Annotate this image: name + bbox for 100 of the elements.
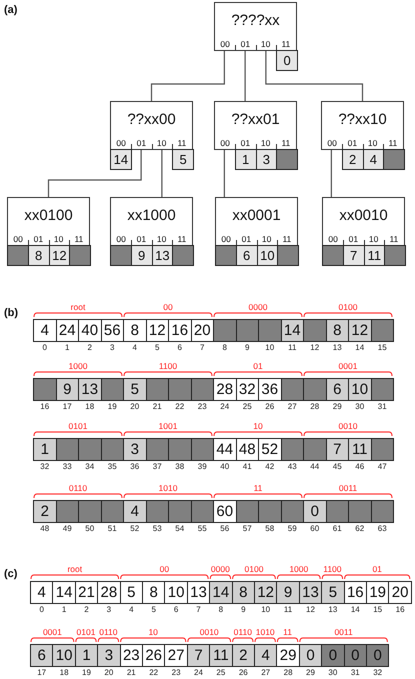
index-number: 14 [354,343,366,352]
index-number: 14 [350,605,361,614]
index-number: 33 [62,462,73,471]
slot-label: 10 [368,234,380,244]
index-number: 52 [129,524,140,533]
slot-label: 00 [219,39,231,49]
brace-label: 0000 [248,302,268,312]
node-title: ??xx01 [230,111,281,128]
index-number: 46 [354,462,366,471]
value-cell: 16 [168,319,192,342]
brace-label: 0110 [232,627,253,637]
index-number: 26 [238,668,249,677]
value-cell: 8 [142,581,166,604]
slot-label: 01 [348,234,360,244]
value-cell: 12 [48,245,70,266]
value-cell: 1 [74,644,98,667]
value-cell: 7 [186,644,210,667]
value-cell: 13 [152,245,174,266]
value-cell: 7 [326,438,349,461]
value-cell: 14 [209,581,233,604]
value-cell: 11 [348,438,372,461]
index-number: 11 [282,605,294,614]
index-number: 0 [42,343,48,352]
value-cell: 19 [366,581,390,604]
index-number: 29 [305,668,316,677]
index-number: 32 [39,462,50,471]
value-cell: 52 [258,438,282,461]
index-number: 11 [287,343,298,352]
index-number: 35 [106,462,118,471]
value-cell: 4 [33,319,56,342]
slot-label: 11 [387,138,398,148]
brace-label: 1100 [158,361,178,371]
node-box [214,2,297,51]
brace-label: root [70,302,86,312]
connector-line [224,150,225,197]
index-number: 53 [152,524,163,533]
value-cell: 4 [123,500,146,523]
brace-label: 01 [371,564,383,574]
index-number: 48 [39,524,50,533]
value-cell: 26 [142,644,166,667]
node-title: xx0001 [231,207,282,224]
value-cell: 60 [213,500,236,523]
index-number: 15 [376,343,388,352]
brace-label: 0011 [338,483,358,493]
slot-label: 11 [388,234,400,244]
brace-label: 1100 [322,564,343,574]
value-cell: 10 [348,378,372,401]
panel-label: (b) [4,307,18,320]
brace-label: 10 [252,421,264,431]
value-cell: 10 [164,581,188,604]
value-cell: 8 [326,319,349,342]
brace-label: 1000 [68,361,88,371]
value-cell: 13 [298,581,322,604]
index-number: 45 [332,462,343,471]
brace-label: 0100 [244,564,264,574]
index-number: 38 [174,462,186,471]
node-title: ??xx10 [337,111,388,128]
brace-label: 0010 [338,421,358,431]
brace-label: 0100 [338,302,358,312]
value-cell: 0 [321,644,345,667]
index-number: 6 [176,343,183,352]
index-number: 24 [193,668,204,677]
panel-label: (a) [4,4,18,17]
index-number: 39 [196,462,208,471]
brace-label: 1001 [158,421,178,431]
slot-label: 10 [156,234,168,244]
value-cell: 9 [276,581,300,604]
value-cell: 7 [342,245,364,266]
slot-label: 10 [366,138,378,148]
node-box [215,197,298,246]
connector-line [150,51,225,101]
value-cell: 24 [56,319,79,342]
value-cell: 13 [78,378,102,401]
value-cell: 23 [120,644,143,667]
slot-label: 01 [136,138,148,148]
value-cell: 20 [190,319,214,342]
slot-label: 10 [156,138,168,148]
slot-label: 11 [73,234,84,244]
index-number: 55 [196,524,208,533]
slot-label: 10 [260,39,272,49]
index-number: 15 [372,605,384,614]
index-number: 21 [126,668,137,677]
index-number: 2 [86,343,93,352]
value-cell: 27 [164,644,188,667]
index-number: 23 [196,402,208,411]
index-number: 17 [62,402,73,411]
index-number: 2 [83,605,90,614]
index-number: 16 [39,402,50,411]
brace-label: 00 [158,564,170,574]
value-cell: 5 [123,378,146,401]
value-cell: 12 [254,581,278,604]
index-number: 7 [199,343,206,352]
node-title: ??xx00 [126,111,177,128]
index-number: 24 [219,402,230,411]
slot-label: 01 [136,234,148,244]
value-cell: 56 [100,319,124,342]
index-number: 28 [309,402,320,411]
value-cell: 44 [213,438,236,461]
value-cell: 36 [258,378,282,401]
node-box [322,197,405,246]
